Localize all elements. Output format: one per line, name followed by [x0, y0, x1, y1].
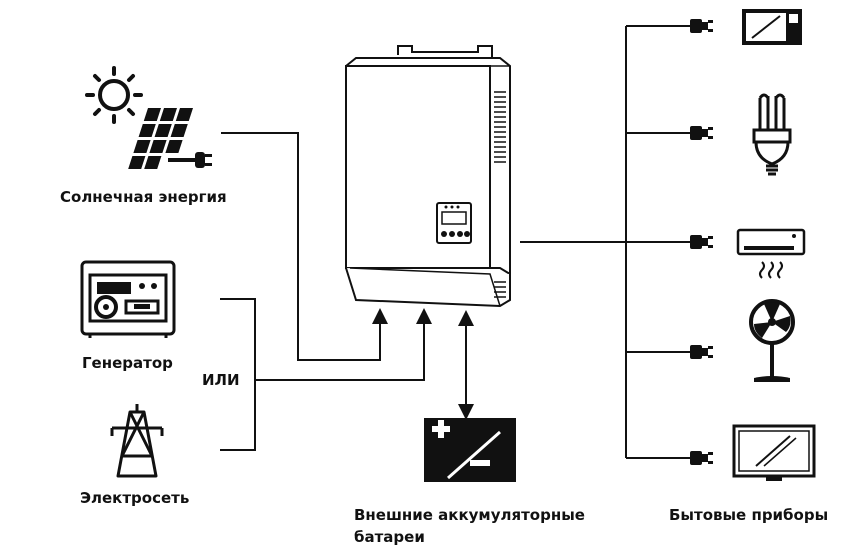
- load-plugs: [690, 19, 713, 465]
- generator-label: Генератор: [82, 354, 173, 372]
- plug-icon: [690, 126, 713, 140]
- microwave-icon: [742, 9, 802, 45]
- battery-label-line2: батареи: [354, 528, 425, 546]
- battery-label-line1: Внешние аккумуляторные: [354, 506, 585, 524]
- or-line: [255, 308, 432, 381]
- solar-line: [221, 132, 388, 361]
- solar-label: Солнечная энергия: [60, 188, 227, 206]
- solar-panel-sun-icon: [85, 66, 212, 169]
- tv-icon: [732, 424, 816, 481]
- or-bracket: [220, 298, 256, 451]
- battery-icon: [424, 418, 516, 482]
- plug-icon: [690, 19, 713, 33]
- plug-icon: [690, 345, 713, 359]
- vent-icon: [494, 91, 506, 298]
- inverter-display-panel: [436, 202, 472, 244]
- power-tower-icon: [110, 404, 164, 478]
- fan-icon: [749, 299, 795, 382]
- lamp-icon: [752, 93, 792, 176]
- air-conditioner-icon: [736, 228, 806, 279]
- generator-icon: [80, 260, 176, 338]
- appliances-label: Бытовые приборы: [669, 506, 829, 524]
- plug-icon: [690, 451, 713, 465]
- or-label: ИЛИ: [202, 371, 240, 389]
- connection-lines: [220, 25, 690, 459]
- grid-label: Электросеть: [80, 489, 190, 507]
- inverter-icon: [345, 45, 511, 308]
- plug-icon: [690, 235, 713, 249]
